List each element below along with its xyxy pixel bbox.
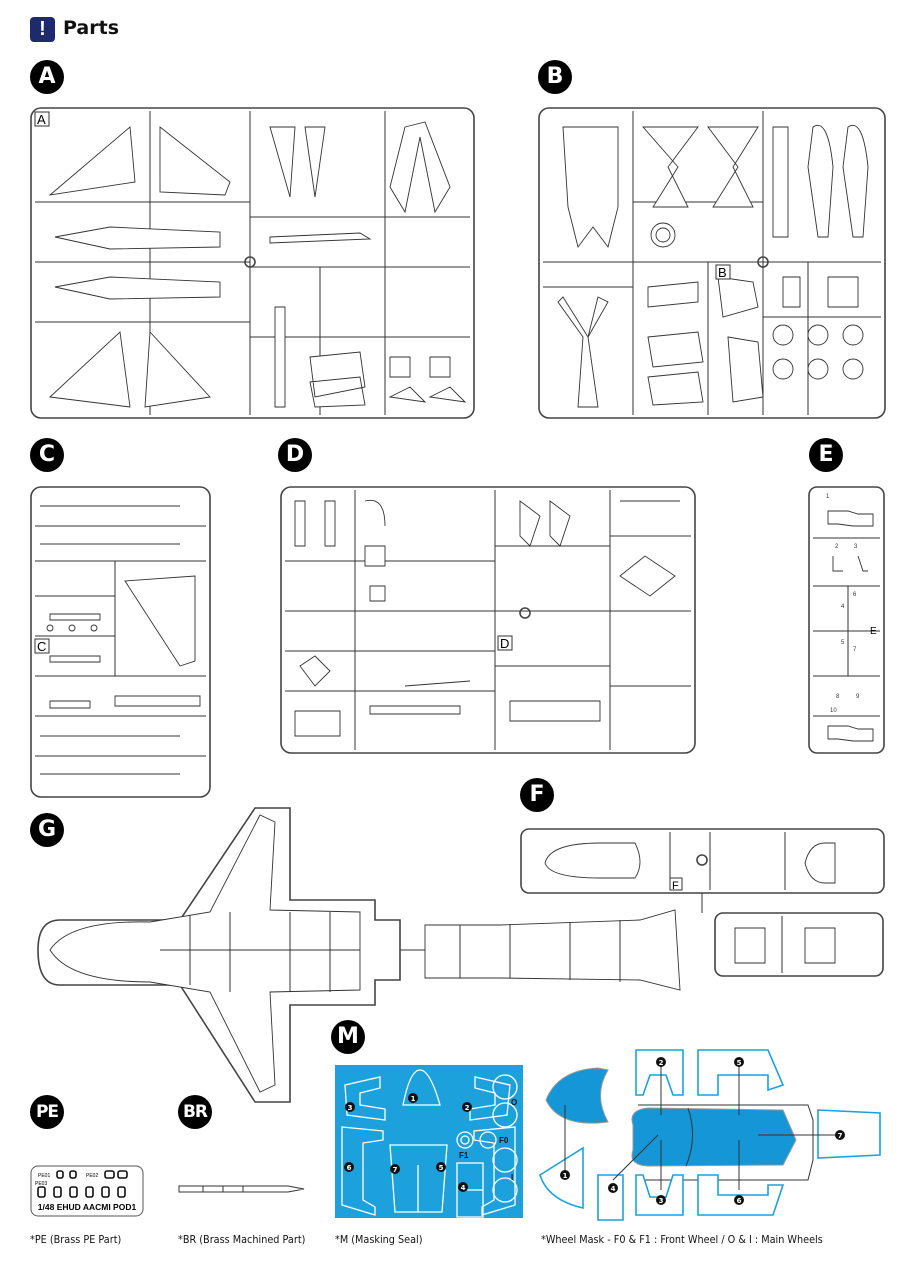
notice-icon: ! xyxy=(30,17,55,42)
svg-text:4: 4 xyxy=(461,1184,466,1192)
svg-text:O: O xyxy=(511,1098,517,1107)
pe-fret-text: 1/48 EHUD AACMI POD1 xyxy=(38,1202,137,1212)
sprue-a-label: A xyxy=(37,112,46,127)
sprue-e-label: E xyxy=(870,626,877,637)
caption-pe: *PE (Brass PE Part) xyxy=(30,1233,122,1246)
svg-text:5: 5 xyxy=(841,640,845,646)
sprue-g xyxy=(37,807,681,1103)
svg-text:1: 1 xyxy=(563,1172,568,1180)
svg-text:2: 2 xyxy=(659,1059,664,1067)
pe-fret: PE01 PE02 PE03 1/48 EHUD AACMI POD1 xyxy=(30,1165,144,1217)
sprue-b-label: B xyxy=(718,265,727,280)
svg-text:7: 7 xyxy=(393,1166,398,1174)
sprue-e-badge: E xyxy=(809,438,843,472)
svg-text:7: 7 xyxy=(838,1132,843,1140)
svg-text:6: 6 xyxy=(737,1197,742,1205)
caption-m: *M (Masking Seal) xyxy=(335,1233,423,1246)
mask-piece-labels: 1 2 3 4 5 6 7 xyxy=(344,1093,472,1192)
svg-text:2: 2 xyxy=(465,1104,470,1112)
sprue-b: B xyxy=(538,107,886,419)
br-badge: BR xyxy=(178,1095,212,1129)
sprue-b-badge: B xyxy=(538,60,572,94)
svg-text:6: 6 xyxy=(853,592,857,598)
svg-text:10: 10 xyxy=(830,708,837,714)
canopy-mask-diagram: 1 2 3 4 5 6 7 xyxy=(539,1049,881,1221)
sprue-e: 1 2 3 4 5 6 7 8 9 10 E xyxy=(808,486,885,754)
svg-text:4: 4 xyxy=(611,1185,616,1193)
svg-text:PE02: PE02 xyxy=(86,1173,98,1179)
svg-text:5: 5 xyxy=(439,1164,444,1172)
sprue-d: D xyxy=(280,486,696,754)
sprue-c-label: C xyxy=(37,639,46,654)
svg-text:PE03: PE03 xyxy=(35,1181,47,1187)
svg-text:7: 7 xyxy=(853,647,857,653)
sprue-d-label: D xyxy=(500,636,509,651)
svg-text:3: 3 xyxy=(659,1197,664,1205)
masking-badge: M xyxy=(331,1020,365,1054)
sprue-f: F xyxy=(520,828,885,977)
svg-text:F0: F0 xyxy=(499,1136,509,1145)
masking-sheet: 1 2 3 4 5 6 7 O F0 F1 I xyxy=(335,1065,523,1218)
svg-text:3: 3 xyxy=(348,1104,353,1112)
svg-text:4: 4 xyxy=(841,604,845,610)
svg-text:8: 8 xyxy=(836,694,840,700)
svg-text:3: 3 xyxy=(854,544,858,550)
sprue-c-badge: C xyxy=(30,438,64,472)
svg-text:F1: F1 xyxy=(459,1151,469,1160)
wheel-mask-piece-labels: 1 2 3 4 5 6 7 xyxy=(560,1057,845,1205)
svg-text:PE01: PE01 xyxy=(38,1173,50,1179)
svg-text:1: 1 xyxy=(411,1095,416,1103)
sprue-f-badge: F xyxy=(520,778,554,812)
pe-badge: PE xyxy=(30,1095,64,1129)
svg-text:1: 1 xyxy=(826,494,830,500)
sprue-g-badge: G xyxy=(30,813,64,847)
svg-text:9: 9 xyxy=(856,694,860,700)
caption-wheel-mask: *Wheel Mask - F0 & F1 : Front Wheel / O … xyxy=(541,1233,823,1246)
caption-br: *BR (Brass Machined Part) xyxy=(178,1233,306,1246)
sprue-c: C xyxy=(30,486,211,798)
sprue-a: A xyxy=(30,107,475,419)
svg-text:2: 2 xyxy=(835,544,839,550)
brass-rod xyxy=(178,1185,305,1193)
wheels xyxy=(772,324,864,380)
svg-text:5: 5 xyxy=(737,1059,742,1067)
sprue-a-badge: A xyxy=(30,60,64,94)
svg-text:6: 6 xyxy=(347,1164,352,1172)
page-title: Parts xyxy=(63,17,119,39)
sprue-f-label: F xyxy=(672,880,679,892)
sprue-d-badge: D xyxy=(278,438,312,472)
svg-text:I: I xyxy=(511,1173,513,1182)
